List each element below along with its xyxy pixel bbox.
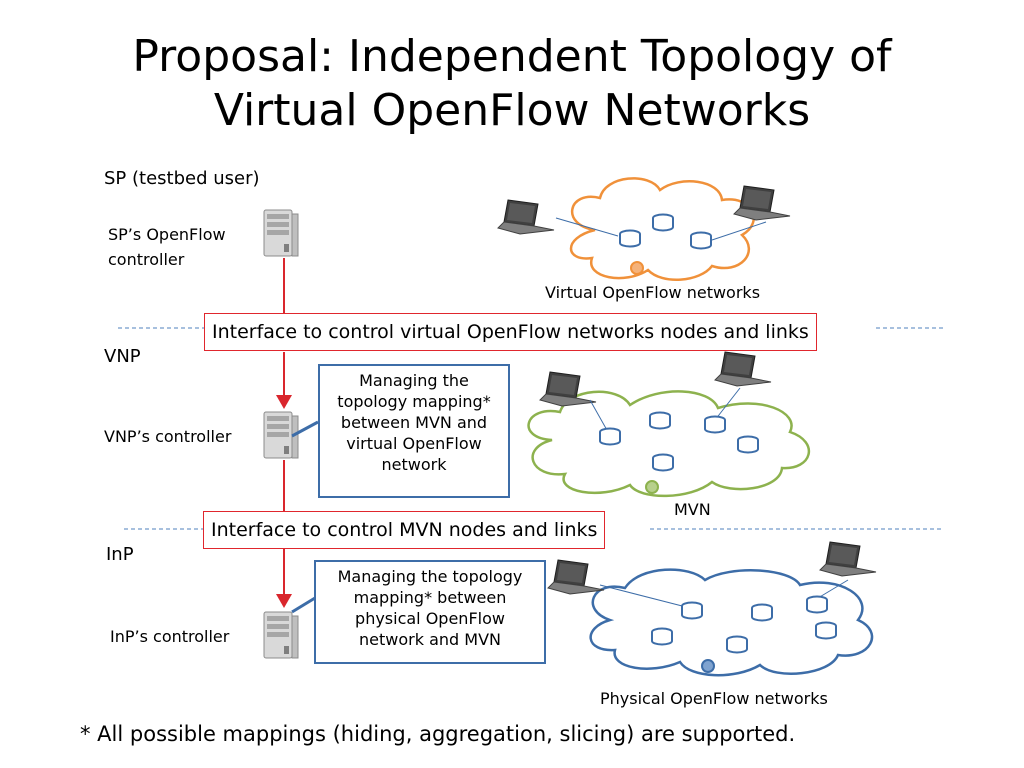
inp-mapping-line: physical OpenFlow (355, 609, 505, 628)
node-icon (652, 213, 674, 232)
laptop-icon-bottom-right (819, 541, 877, 577)
footnote: * All possible mappings (hiding, aggrega… (80, 722, 796, 746)
mvn-caption: MVN (674, 500, 711, 519)
inp-mapping-line: Managing the topology (337, 567, 523, 586)
inp-server-icon (263, 611, 299, 659)
node-icon (806, 595, 828, 614)
link-line (589, 399, 609, 433)
link-line (599, 584, 691, 609)
interface-mid-box: Interface to control MVN nodes and links (203, 511, 606, 549)
vnp-mapping-line: topology mapping* (337, 392, 491, 411)
laptop-icon-top-left (497, 199, 555, 235)
inp-mapping-line: mapping* between (353, 588, 507, 607)
node-icon (652, 453, 674, 472)
title-line-1: Proposal: Independent Topology of (132, 31, 892, 82)
sp-controller-label-line-1: SP’s OpenFlow (108, 225, 226, 244)
arrow-head-vnp (276, 395, 292, 409)
link-line (714, 387, 741, 421)
vnp-mapping-line: virtual OpenFlow (346, 434, 482, 453)
physical-network-caption: Physical OpenFlow networks (600, 689, 828, 708)
vnp-role-label: VNP (104, 346, 141, 367)
link-line (817, 579, 849, 599)
node-icon (690, 231, 712, 250)
sp-server-icon (263, 209, 299, 257)
node-icon (737, 435, 759, 454)
node-icon (751, 603, 773, 622)
title-line-2: Virtual OpenFlow Networks (213, 85, 811, 136)
node-icon (599, 427, 621, 446)
laptop-icon-mid-right (714, 351, 772, 387)
sp-controller-label-line-2: controller (108, 250, 185, 269)
mvn-cloud-icon (527, 390, 811, 498)
inp-mapping-line: network and MVN (359, 630, 501, 649)
node-icon (619, 229, 641, 248)
arrow-head-inp (276, 594, 292, 608)
laptop-icon-top-right (733, 185, 791, 221)
sp-controller-label: SP’s OpenFlow controller (108, 222, 226, 272)
laptop-icon-mid-left (539, 371, 597, 407)
node-icon (649, 411, 671, 430)
vnp-mapping-box: Managing the topology mapping* between M… (318, 364, 510, 498)
link-line (555, 217, 619, 237)
inp-controller-label: InP’s controller (110, 627, 230, 646)
page-title: Proposal: Independent Topology of Virtua… (0, 30, 1024, 138)
node-icon (726, 635, 748, 654)
laptop-icon-bottom-left (547, 559, 605, 595)
vnp-controller-label: VNP’s controller (104, 427, 232, 446)
inp-role-label: InP (106, 544, 134, 565)
link-line (711, 221, 767, 241)
physical-network-cloud-icon (589, 568, 874, 677)
node-icon (651, 627, 673, 646)
node-icon (815, 621, 837, 640)
interface-top-box: Interface to control virtual OpenFlow ne… (204, 313, 817, 351)
vnp-mapping-line: network (381, 455, 447, 474)
sp-role-label: SP (testbed user) (104, 168, 260, 189)
vnp-connector (291, 420, 319, 438)
vnp-mapping-line: Managing the (359, 371, 469, 390)
virtual-network-caption: Virtual OpenFlow networks (545, 283, 761, 302)
inp-connector (291, 596, 316, 614)
vnp-mapping-line: between MVN and (340, 413, 488, 432)
node-icon (704, 415, 726, 434)
node-icon (681, 601, 703, 620)
inp-mapping-box: Managing the topology mapping* between p… (314, 560, 546, 664)
